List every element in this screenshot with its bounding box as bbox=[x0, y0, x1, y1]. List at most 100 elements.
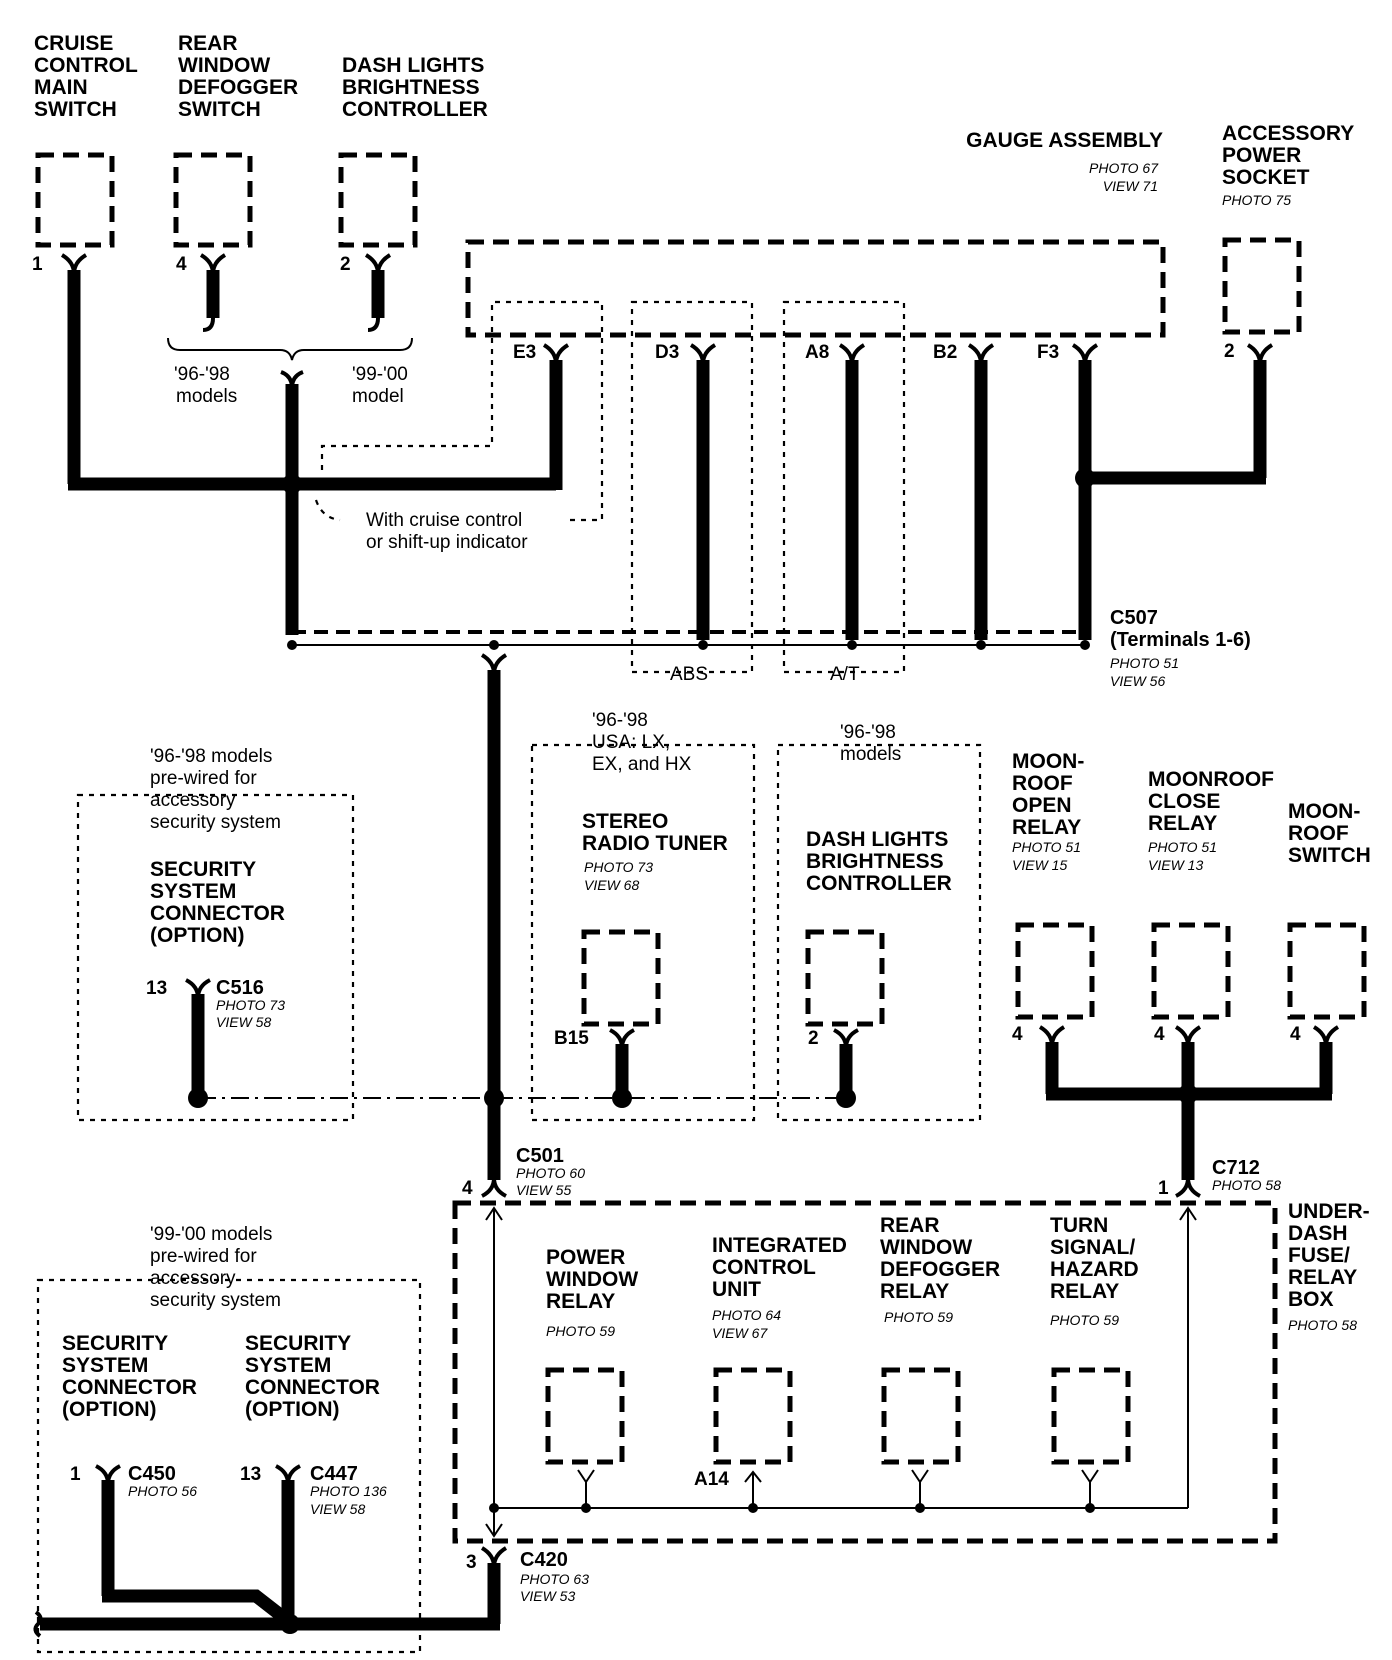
svg-text:3: 3 bbox=[466, 1552, 477, 1573]
svg-text:1: 1 bbox=[70, 1464, 81, 1485]
svg-text:VIEW 13: VIEW 13 bbox=[1148, 857, 1203, 873]
svg-text:B15: B15 bbox=[554, 1028, 589, 1049]
svg-text:F3: F3 bbox=[1037, 342, 1059, 363]
svg-text:VIEW 56: VIEW 56 bbox=[1110, 673, 1165, 689]
svg-text:13: 13 bbox=[240, 1464, 261, 1485]
connector-c712: 1 C712 PHOTO 58 bbox=[1158, 1157, 1281, 1199]
svg-text:PHOTO 58: PHOTO 58 bbox=[1288, 1317, 1357, 1333]
main-vertical-wire bbox=[480, 653, 508, 1198]
svg-text:A14: A14 bbox=[694, 1469, 729, 1490]
svg-text:4: 4 bbox=[1290, 1024, 1301, 1045]
svg-text:2: 2 bbox=[340, 254, 351, 275]
svg-text:VIEW 68: VIEW 68 bbox=[584, 877, 639, 893]
svg-text:VIEW 71: VIEW 71 bbox=[1103, 178, 1158, 194]
svg-text:B2: B2 bbox=[933, 342, 957, 363]
svg-text:VIEW 58: VIEW 58 bbox=[310, 1501, 365, 1517]
svg-text:VIEW 67: VIEW 67 bbox=[712, 1325, 768, 1341]
svg-text:VIEW 53: VIEW 53 bbox=[520, 1588, 575, 1604]
svg-text:PHOTO 51: PHOTO 51 bbox=[1148, 839, 1217, 855]
svg-text:ABS: ABS bbox=[670, 664, 708, 685]
svg-text:(Terminals 1-6): (Terminals 1-6) bbox=[1110, 629, 1251, 651]
svg-text:PHOTO 67: PHOTO 67 bbox=[1089, 160, 1159, 176]
svg-text:PHOTO 59: PHOTO 59 bbox=[546, 1323, 615, 1339]
svg-text:1: 1 bbox=[32, 254, 43, 275]
svg-text:PHOTO 73: PHOTO 73 bbox=[216, 997, 285, 1013]
svg-text:PHOTO 136: PHOTO 136 bbox=[310, 1483, 387, 1499]
svg-text:PHOTO 63: PHOTO 63 bbox=[520, 1571, 589, 1587]
svg-text:PHOTO 56: PHOTO 56 bbox=[128, 1483, 197, 1499]
svg-text:PHOTO 75: PHOTO 75 bbox=[1222, 192, 1291, 208]
bottom-wiring bbox=[33, 1480, 500, 1638]
svg-text:PHOTO 64: PHOTO 64 bbox=[712, 1307, 781, 1323]
svg-text:PHOTO 73: PHOTO 73 bbox=[584, 859, 653, 875]
svg-text:C501: C501 bbox=[516, 1145, 564, 1167]
svg-text:GAUGE ASSEMBLY: GAUGE ASSEMBLY bbox=[966, 129, 1163, 152]
svg-text:PHOTO 59: PHOTO 59 bbox=[884, 1309, 953, 1325]
connector-c420: 3 C420 PHOTO 63 VIEW 53 bbox=[466, 1546, 589, 1624]
connector-c501: 4 C501 PHOTO 60 VIEW 55 bbox=[462, 1145, 585, 1199]
moonroof-wiring bbox=[1038, 1025, 1340, 1198]
connector-c507: C507 (Terminals 1-6) PHOTO 51 VIEW 56 bbox=[1110, 607, 1251, 689]
svg-text:PHOTO 60: PHOTO 60 bbox=[516, 1165, 585, 1181]
svg-text:D3: D3 bbox=[655, 342, 679, 363]
svg-text:C447: C447 bbox=[310, 1463, 358, 1485]
svg-text:PHOTO 51: PHOTO 51 bbox=[1110, 655, 1179, 671]
svg-text:2: 2 bbox=[808, 1028, 819, 1049]
svg-text:2: 2 bbox=[1224, 341, 1235, 362]
top-wiring bbox=[60, 253, 1274, 674]
svg-text:PHOTO 51: PHOTO 51 bbox=[1012, 839, 1081, 855]
svg-text:C450: C450 bbox=[128, 1463, 176, 1485]
svg-text:VIEW 55: VIEW 55 bbox=[516, 1182, 571, 1198]
svg-text:PHOTO 58: PHOTO 58 bbox=[1212, 1177, 1281, 1193]
svg-text:4: 4 bbox=[462, 1178, 473, 1199]
svg-text:E3: E3 bbox=[513, 342, 536, 363]
svg-text:13: 13 bbox=[146, 978, 167, 999]
svg-text:VIEW 58: VIEW 58 bbox=[216, 1014, 271, 1030]
